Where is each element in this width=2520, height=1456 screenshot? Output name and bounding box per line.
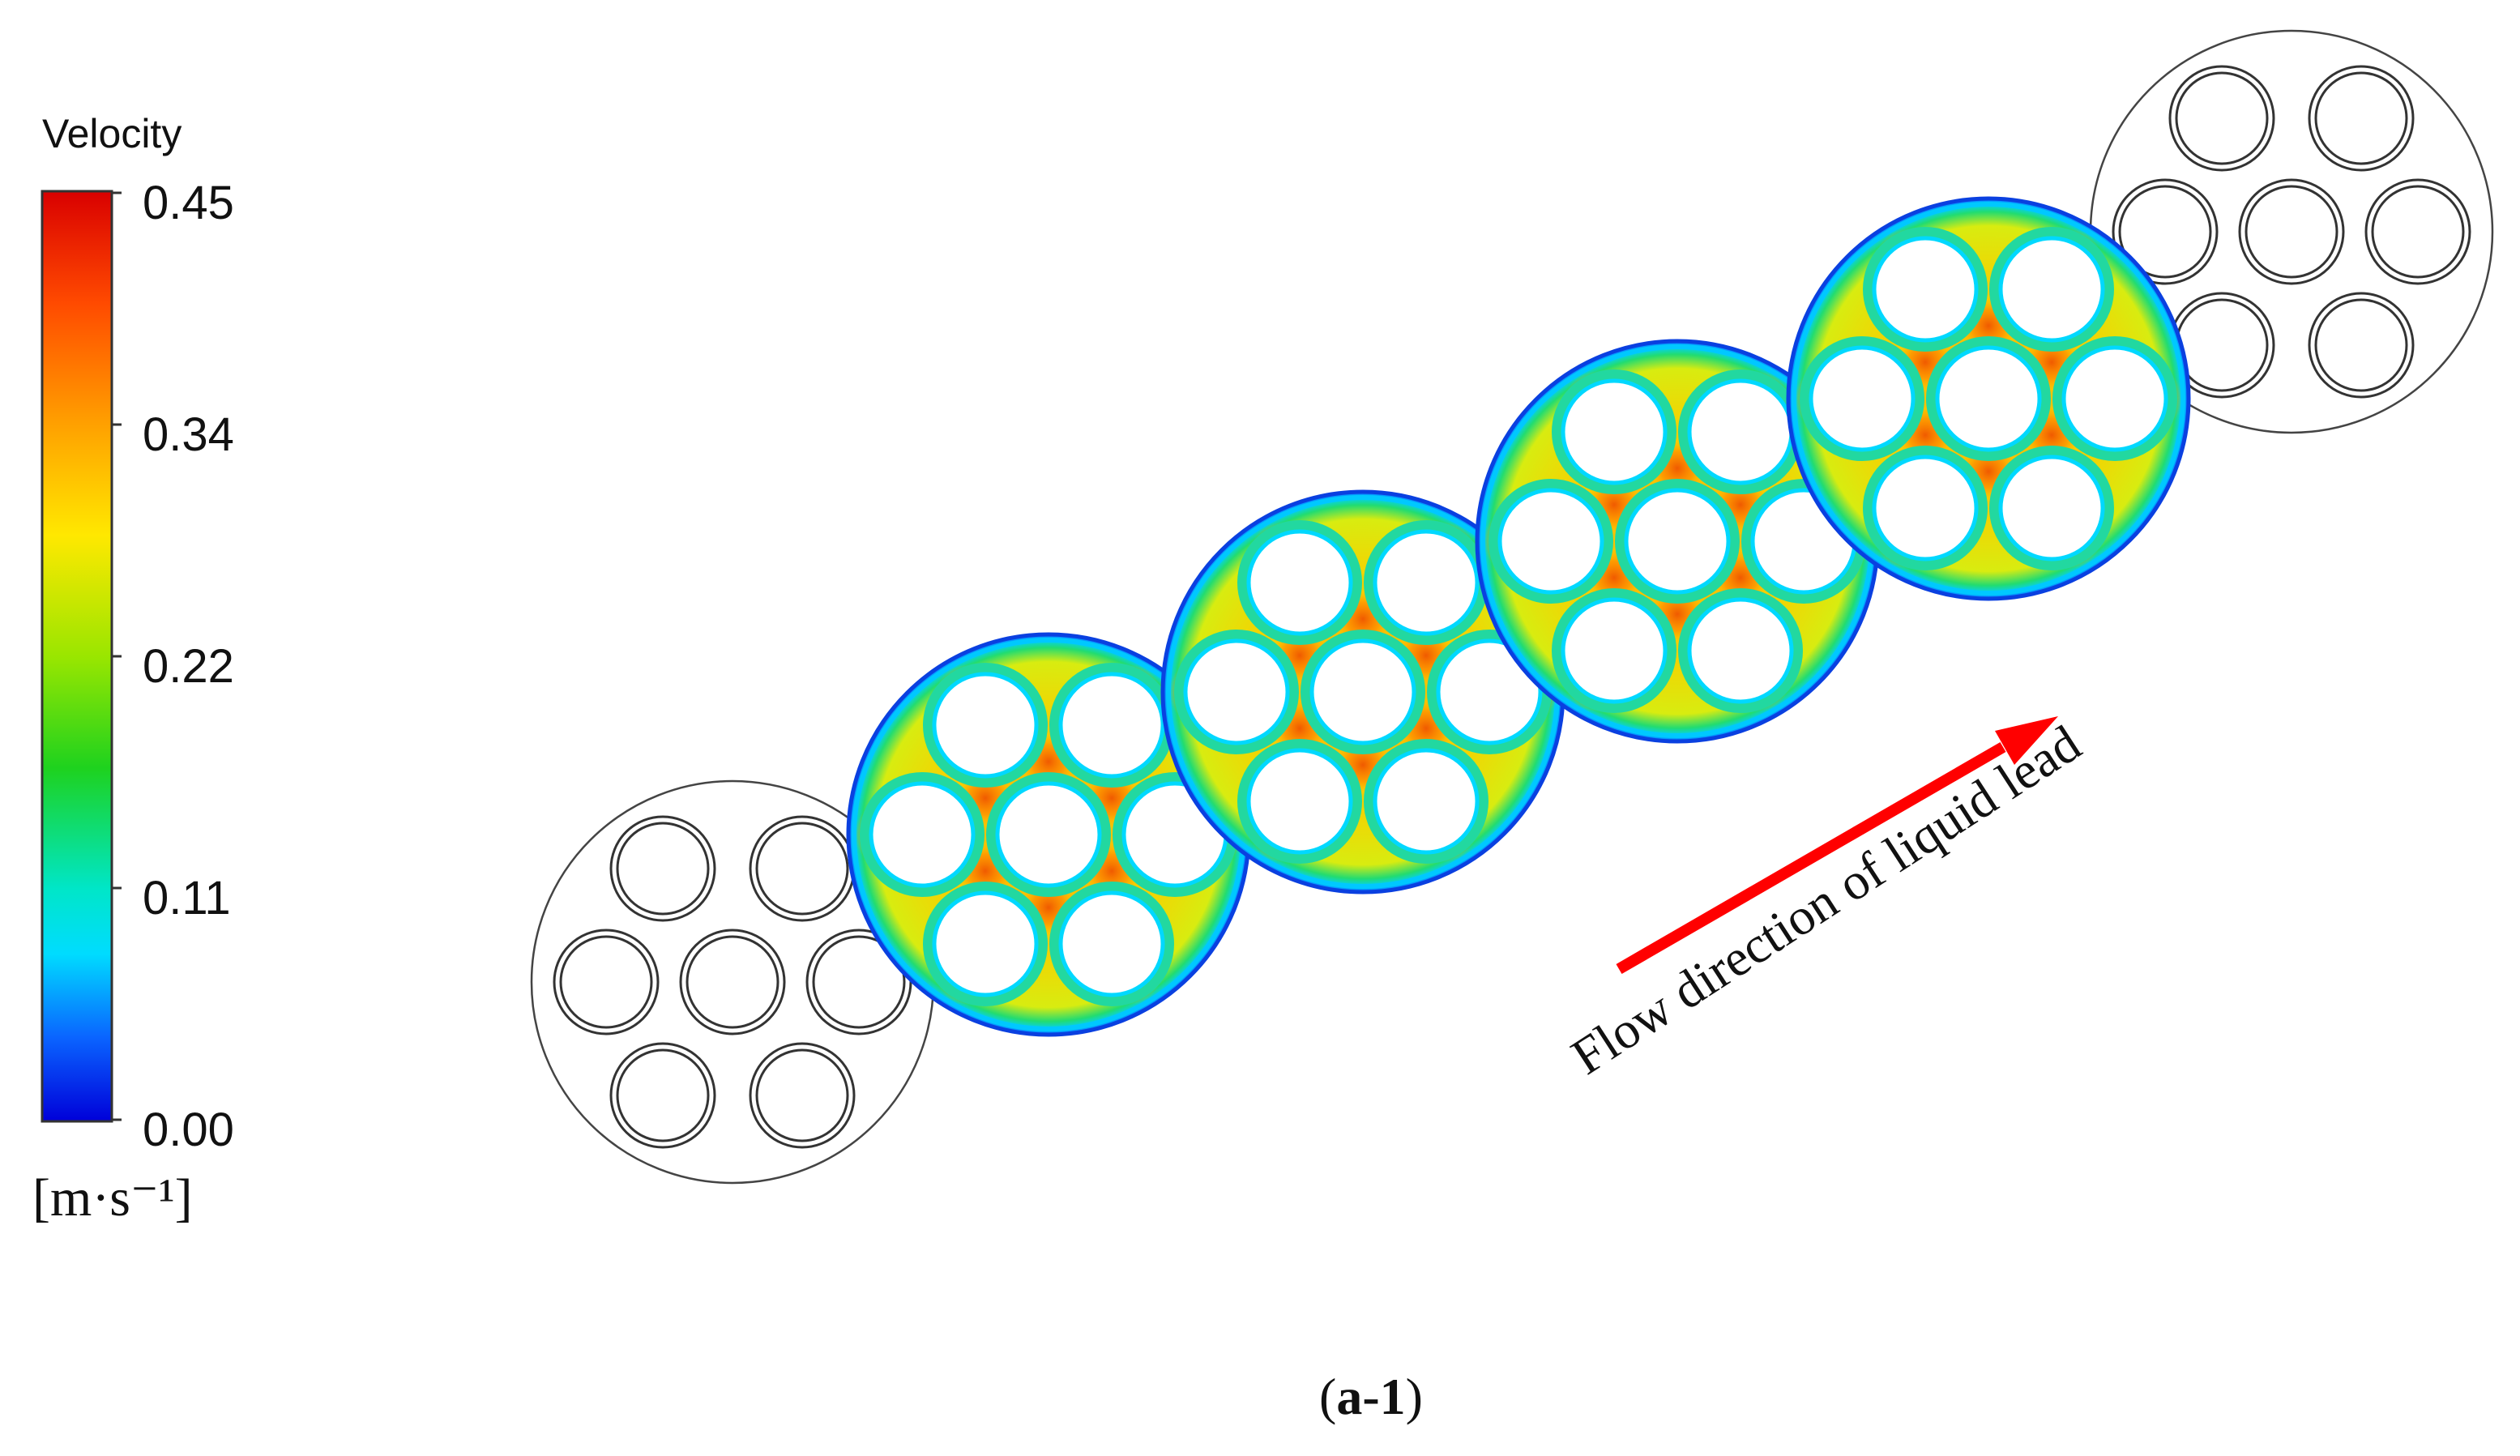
colorbar-legend: Velocity 0.45 0.34 0.22 0.11 0.00 [m·s⁻¹… [32,111,234,1228]
tick-label-0.11: 0.11 [143,872,231,924]
colorbar-gradient [41,190,113,1123]
caption-label: a-1 [1336,1368,1405,1425]
cross-sections [530,29,2494,1185]
legend-title: Velocity [42,111,182,156]
legend-unit: [m·s⁻¹] [32,1168,193,1228]
caption-open-paren: ( [1319,1368,1336,1425]
flow-direction-arrow [1616,716,2058,975]
tick-label-0.00: 0.00 [143,1104,234,1156]
tick-label-0.34: 0.34 [143,408,234,461]
flow-direction-label: Flow direction of liquid lead [1561,714,2091,1085]
colorbar-ticks [112,191,122,1121]
tick-label-0.22: 0.22 [143,640,234,693]
section-4 [1787,198,2189,600]
figure-caption: (a-1) [1319,1368,1423,1425]
caption-close-paren: ) [1406,1368,1423,1425]
tick-label-0.45: 0.45 [143,177,234,229]
